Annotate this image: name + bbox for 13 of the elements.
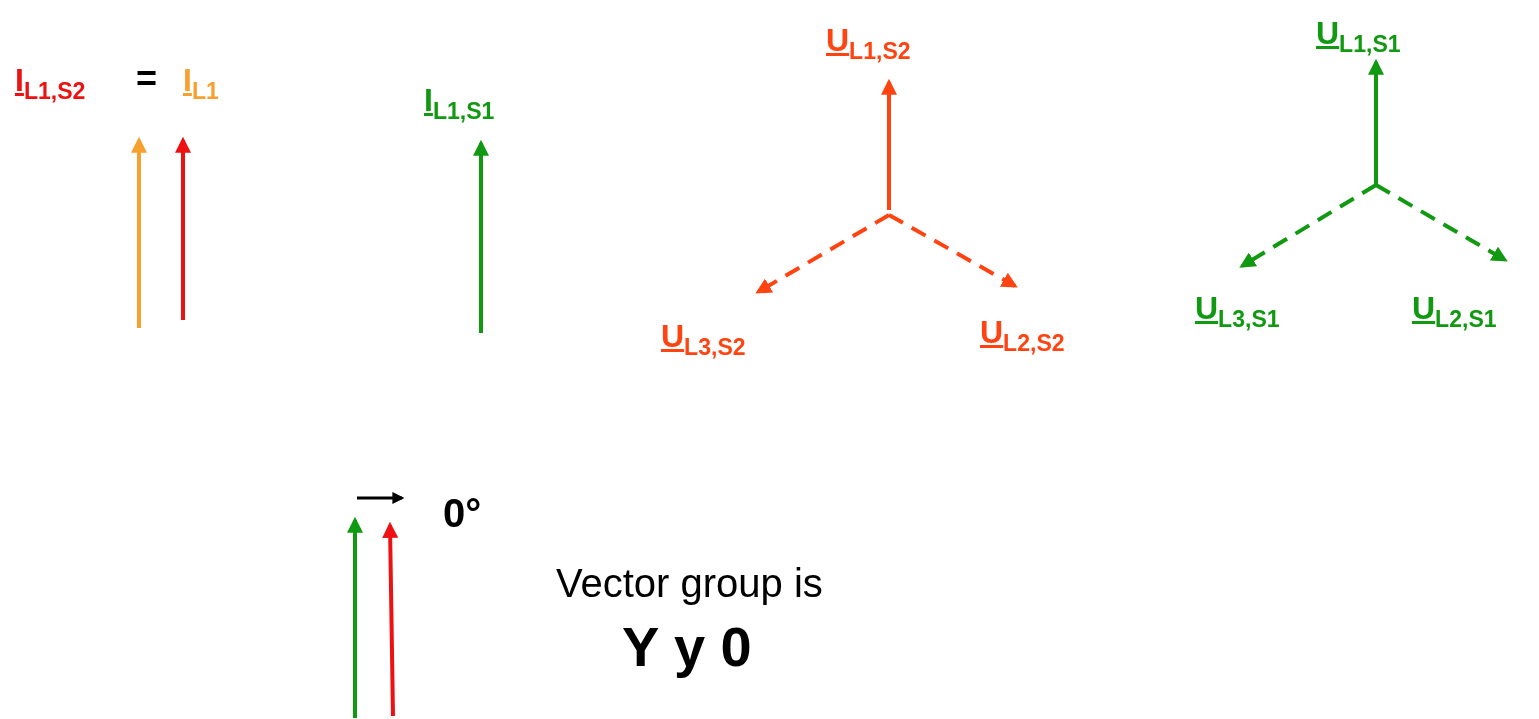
phasor-label: U$_{L2,S2}$ [980,314,1065,357]
vector-group-label: Y y 0 [622,615,752,680]
phasor-label: U$_{L3,S1}$ [1195,290,1280,333]
phasor-label: U$_{L1,S2}$ [826,22,911,65]
equals-sign: = [136,58,158,100]
caption-text: Vector group is [556,560,823,606]
phasor-label: U$_{L1,S1}$ [1316,15,1401,58]
phasor-label: I$_{L1}$ [183,62,219,105]
phasor-label: U$_{L2,S1}$ [1412,290,1497,333]
phasor-label: I$_{L1,S2}$ [15,62,86,105]
phasor-label: I$_{L1,S1}$ [424,82,495,125]
phasor-label: U$_{L3,S2}$ [661,318,746,361]
angle-label: 0° [443,490,482,536]
